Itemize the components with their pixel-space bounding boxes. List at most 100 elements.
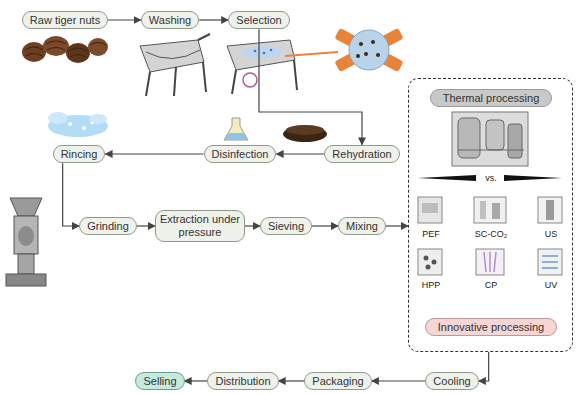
grinder: [6, 274, 46, 286]
flow-arrow: [386, 225, 408, 226]
process-box: Rincing: [53, 145, 106, 164]
process-box: Cooling: [425, 372, 478, 391]
flow-arrow: [279, 380, 305, 381]
selection-machine: [254, 50, 257, 53]
thermal-machine: [508, 124, 522, 158]
rinsing-water: [48, 112, 68, 124]
process-box: Packaging: [304, 372, 371, 391]
selection-machine: [285, 52, 338, 56]
us-icon: [538, 197, 562, 223]
sorting-sieve: [364, 52, 368, 56]
tiger-nuts: [22, 42, 46, 62]
sc-co2-icon: [492, 203, 500, 219]
flow-arrow: [372, 380, 426, 381]
rinsing-water: [48, 112, 108, 137]
selection-machine: [227, 40, 338, 94]
cp-icon: [476, 249, 504, 275]
box-label: Extraction under pressure: [159, 213, 241, 238]
sorting-sieve: [376, 53, 380, 57]
process-box: Distribution: [207, 372, 278, 391]
thermal-machine: [452, 112, 528, 166]
soaking-bowl: [286, 125, 324, 135]
rinsing-water: [89, 114, 107, 124]
box-label: Innovative processing: [438, 321, 544, 334]
method-label: SC-CO₂: [475, 229, 508, 239]
flow-arrow: [276, 153, 324, 154]
grinder: [18, 226, 34, 246]
washing-machine: [203, 62, 206, 92]
box-label: Thermal processing: [443, 92, 540, 105]
method-label: UV: [545, 280, 558, 290]
hpp-icon: [426, 265, 431, 270]
sc-co2-icon: [480, 201, 486, 219]
sorting-sieve: [359, 42, 363, 46]
pef-icon: [422, 203, 438, 213]
box-label: Distribution: [215, 375, 270, 388]
box-label: Cooling: [433, 375, 470, 388]
disinfectant-flask: [224, 118, 248, 140]
tiger-nuts: [43, 36, 69, 56]
box-label: Mixing: [346, 220, 378, 233]
processing-group: vs.PEFSC-CO₂USHPPCPUVThermal processingI…: [408, 78, 573, 352]
method-label: PEF: [422, 229, 440, 239]
flow-arrow: [199, 19, 228, 20]
selection-machine: [294, 60, 297, 90]
pef-icon: [418, 197, 442, 223]
washing-machine: [146, 50, 200, 59]
end-box: Selling: [135, 372, 184, 391]
rinsing-water: [68, 122, 72, 126]
rinsing-water: [91, 122, 94, 125]
tiger-nuts: [69, 48, 87, 57]
box-label: Sieving: [268, 220, 304, 233]
process-box: Mixing: [338, 217, 386, 236]
cp-icon: [476, 249, 504, 275]
process-box: Grinding: [79, 217, 137, 236]
method-label: CP: [485, 280, 498, 290]
sorting-sieve: [349, 30, 389, 70]
tiger-nuts: [90, 43, 106, 46]
thermal-machine: [458, 150, 524, 151]
washing-machine: [198, 34, 210, 40]
soaking-bowl: [283, 125, 327, 142]
box-label: Packaging: [312, 375, 363, 388]
box-label: Rincing: [61, 148, 98, 161]
method-label: vs.: [485, 173, 497, 183]
disinfectant-flask: [224, 118, 248, 140]
box-label: Grinding: [87, 220, 129, 233]
us-icon: [538, 197, 562, 223]
washing-machine: [146, 72, 150, 96]
sorting-sieve: [334, 28, 403, 72]
flow-arrow: [105, 153, 203, 154]
washing-machine: [140, 34, 210, 96]
box-label: Selection: [236, 14, 281, 27]
washing-machine: [174, 67, 176, 96]
box-label: Washing: [149, 14, 191, 27]
uv-icon: [542, 256, 558, 268]
method-label: HPP: [422, 280, 441, 290]
process-box: Extraction under pressure: [155, 210, 245, 241]
thermal-machine: [458, 118, 480, 158]
grinder: [6, 198, 46, 286]
grinder: [14, 216, 38, 254]
sorting-sieve: [334, 28, 403, 72]
sc-co2-icon: [474, 197, 506, 223]
pef-icon: [418, 197, 442, 223]
hpp-icon: [424, 256, 429, 261]
flow-arrow: [108, 19, 141, 20]
method-banner: Thermal processing: [430, 89, 553, 108]
selection-machine: [263, 52, 266, 55]
flow-arrow: [259, 29, 362, 144]
process-box: Rehydration: [324, 145, 399, 164]
selection-machine: [242, 46, 282, 58]
rinsing-water: [82, 126, 86, 130]
tiger-nuts: [66, 43, 90, 63]
uv-icon: [538, 249, 562, 275]
versus-wedges: [504, 175, 562, 181]
process-box: Washing: [141, 11, 199, 30]
selection-machine: [270, 49, 273, 52]
flow-arrow: [185, 380, 208, 381]
process-box: Sieving: [260, 217, 312, 236]
grinder: [18, 254, 34, 274]
